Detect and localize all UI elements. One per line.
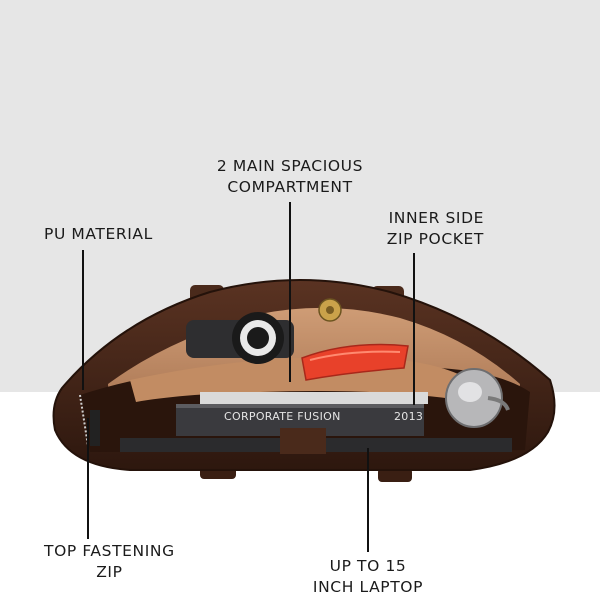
top-zip-label: TOP FASTENING ZIP xyxy=(44,541,175,583)
device-item xyxy=(186,312,294,364)
inner-pocket-label-line-2: ZIP POCKET xyxy=(386,230,484,248)
book-brand-text: CORPORATE FUSION xyxy=(224,410,341,423)
brand-tag xyxy=(90,410,100,446)
top-zip-label-line-2: ZIP xyxy=(96,563,123,581)
compartment-leader-line xyxy=(289,202,291,382)
top-zip-leader-line xyxy=(87,418,89,539)
laptop-label: UP TO 15 INCH LAPTOP xyxy=(304,556,432,598)
top-zip xyxy=(79,394,89,447)
perfume-item xyxy=(318,298,342,322)
compartment-label: 2 MAIN SPACIOUS COMPARTMENT xyxy=(206,156,374,198)
inner-pocket-label-line-1: INNER SIDE xyxy=(388,209,484,227)
laptop-label-line-2: INCH LAPTOP xyxy=(312,578,424,596)
pu-material-label-line-1: PU MATERIAL xyxy=(44,225,153,243)
laptop-leader-line xyxy=(367,448,369,552)
inner-pocket-label: INNER SIDE ZIP POCKET xyxy=(372,208,484,250)
red-zip-pouch xyxy=(301,343,409,381)
inner-strap xyxy=(280,428,326,454)
compartment-label-line-1: 2 MAIN SPACIOUS xyxy=(216,157,364,175)
pu-material-label: PU MATERIAL xyxy=(44,224,153,245)
top-zip-label-line-1: TOP FASTENING xyxy=(44,542,175,560)
compartment-label-line-2: COMPARTMENT xyxy=(227,178,353,196)
pu-material-leader-line xyxy=(82,250,84,390)
inner-pocket-leader-line xyxy=(413,253,415,405)
laptop-label-line-1: UP TO 15 xyxy=(329,557,407,575)
book-year-text: 2013 xyxy=(394,410,424,423)
thermos-item xyxy=(445,368,510,428)
